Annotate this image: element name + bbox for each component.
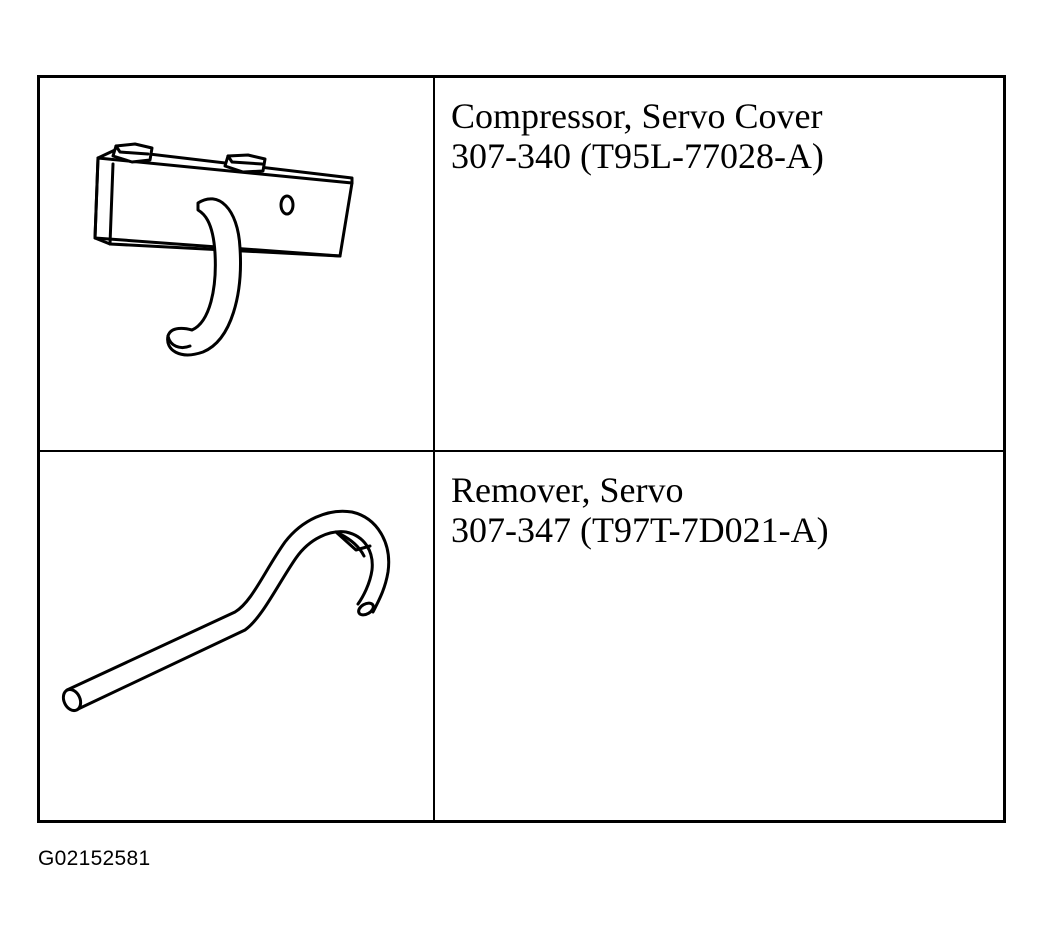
figure-id: G02152581 xyxy=(38,847,151,870)
servo-cover-compressor-icon xyxy=(93,142,354,357)
tool-row-1-illustration-cell xyxy=(40,78,433,450)
tool-row-2-illustration-cell xyxy=(40,452,433,824)
tool-name: Remover, Servo xyxy=(451,470,684,510)
tool-name: Compressor, Servo Cover xyxy=(451,96,823,136)
tool-number: 307-340 (T95L-77028-A) xyxy=(451,136,824,176)
servo-remover-icon xyxy=(61,509,391,713)
column-divider xyxy=(433,78,435,820)
tool-row-1-description: Compressor, Servo Cover 307-340 (T95L-77… xyxy=(451,96,991,176)
row-divider xyxy=(40,450,1003,452)
tool-row-2-description: Remover, Servo 307-347 (T97T-7D021-A) xyxy=(451,470,991,550)
tool-number: 307-347 (T97T-7D021-A) xyxy=(451,510,829,550)
special-tools-table: Compressor, Servo Cover 307-340 (T95L-77… xyxy=(37,75,1006,823)
